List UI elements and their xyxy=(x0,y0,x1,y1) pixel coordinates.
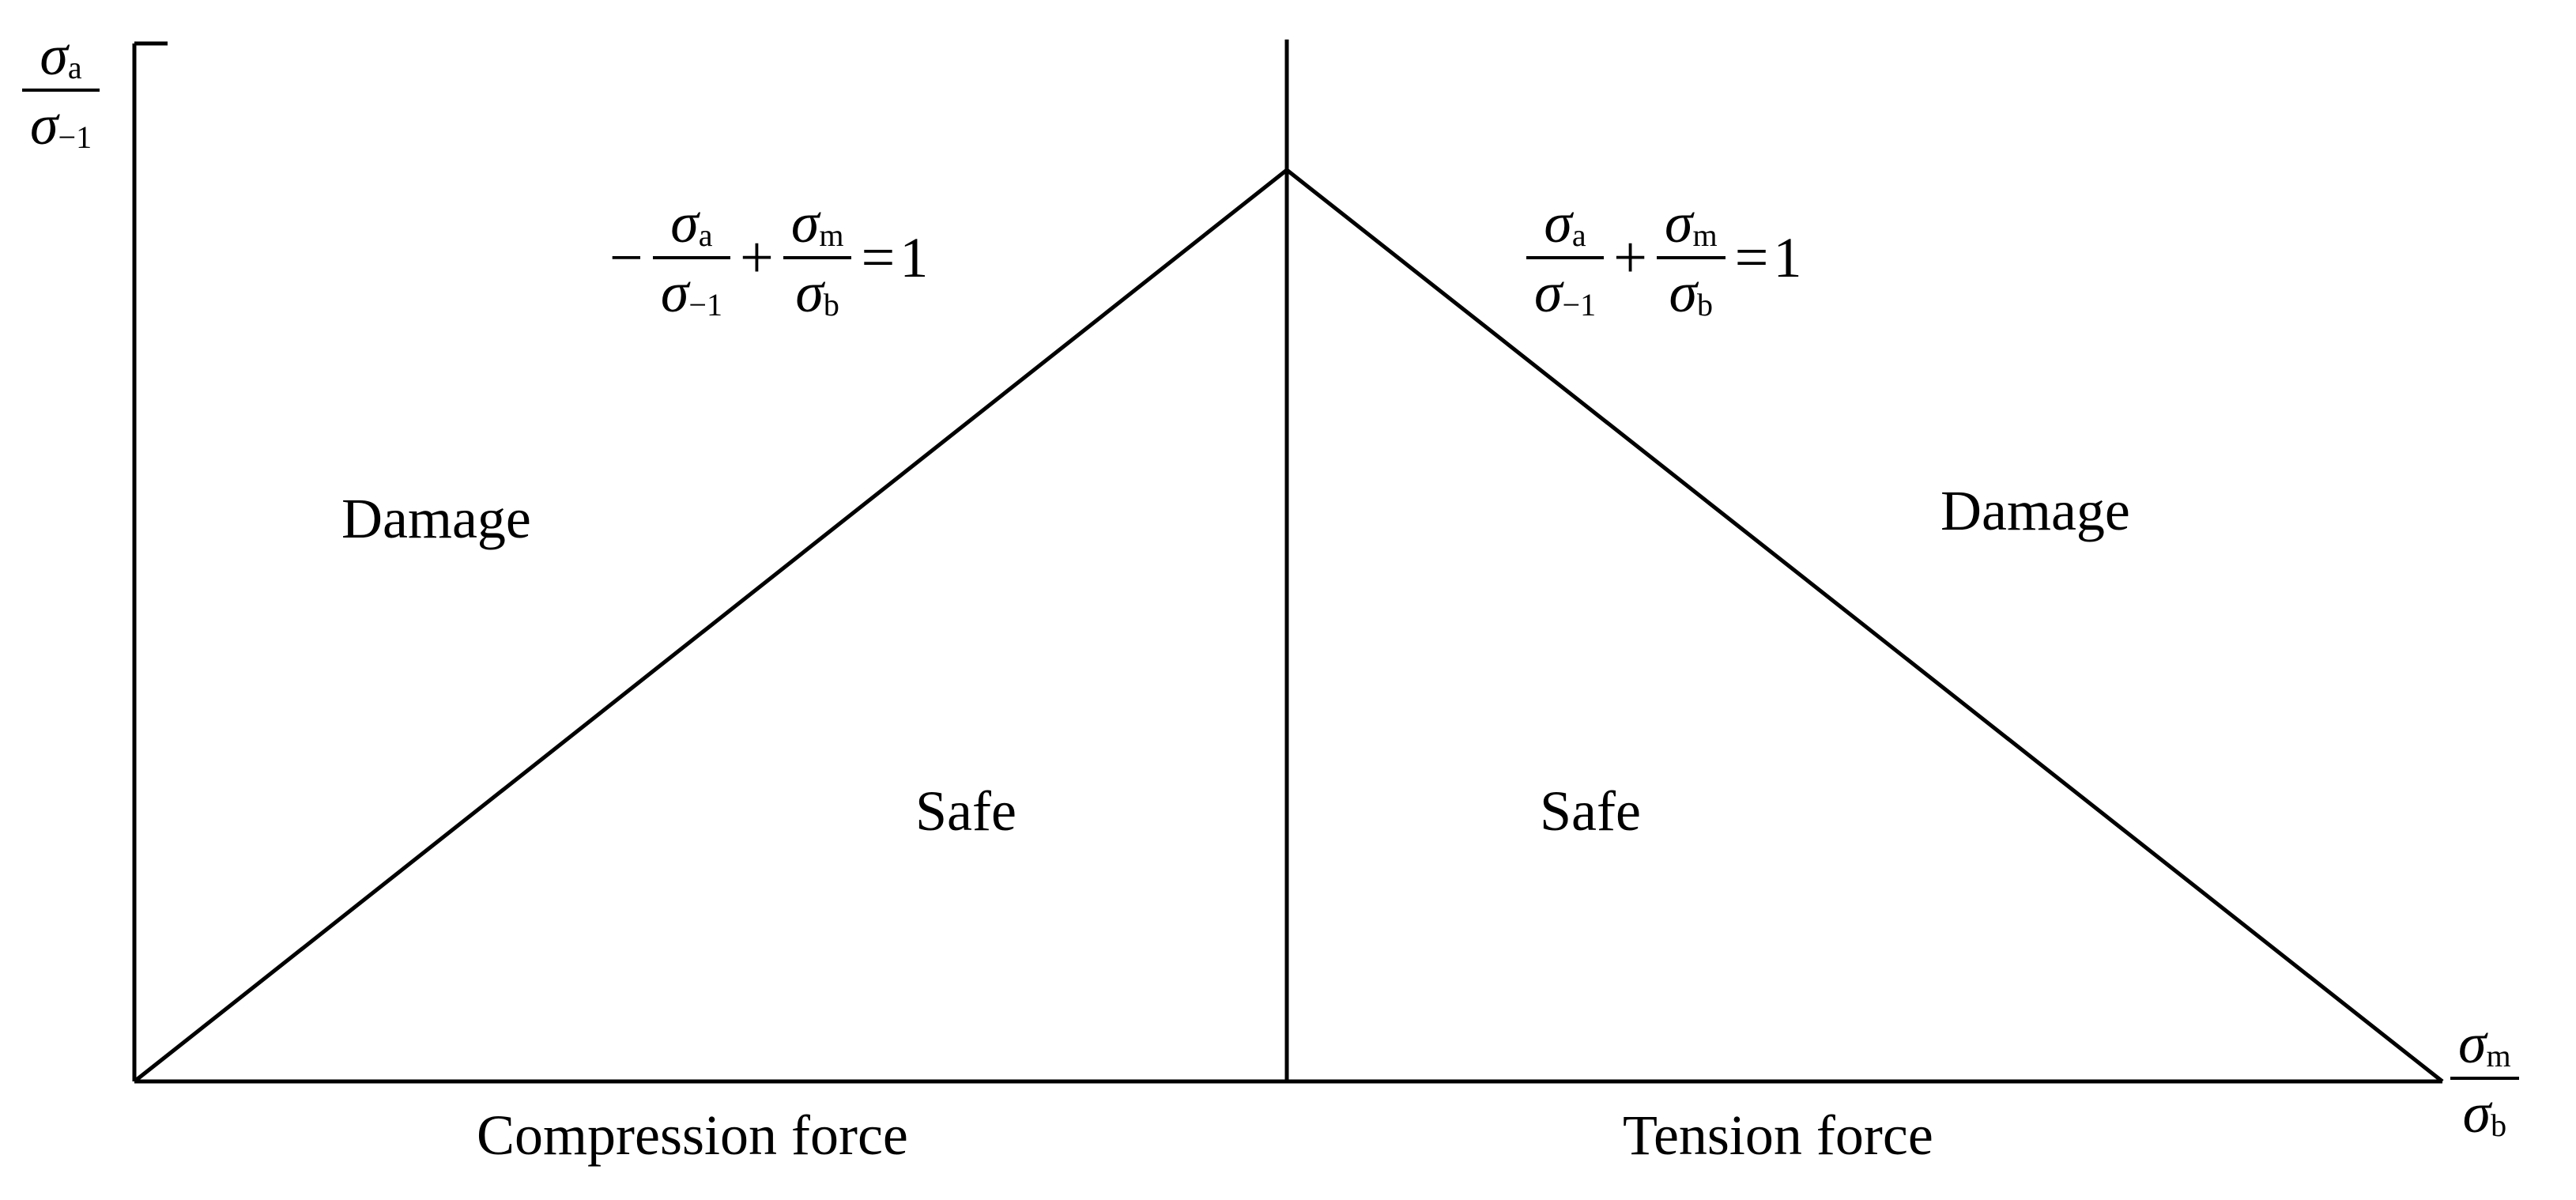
tension-equation: σa σ−1 + σm σb = 1 xyxy=(1522,190,1801,326)
equals-sign: = xyxy=(861,225,896,291)
equation-term-stress-amplitude: σa σ−1 xyxy=(652,190,730,326)
sigma-symbol: σ xyxy=(660,261,689,324)
term-denominator: σb xyxy=(1661,259,1722,326)
fraction-bar xyxy=(2450,1077,2519,1080)
subscript: −1 xyxy=(1562,286,1597,323)
sigma-symbol: σ xyxy=(40,24,68,87)
term-denominator: σ−1 xyxy=(1526,259,1604,326)
sigma-symbol: σ xyxy=(1534,261,1563,324)
term-numerator: σa xyxy=(1536,190,1593,256)
sigma-symbol: σ xyxy=(670,191,699,255)
fraction-bar xyxy=(1656,256,1726,259)
subscript: b xyxy=(2491,1107,2507,1143)
sigma-symbol: σ xyxy=(2462,1081,2491,1145)
sigma-symbol: σ xyxy=(795,261,824,324)
term-numerator: σm xyxy=(1657,190,1726,256)
subscript: −1 xyxy=(688,286,722,323)
sigma-symbol: σ xyxy=(1664,191,1693,255)
y-axis-label: σa σ−1 xyxy=(22,22,100,158)
x-axis-label: σm σb xyxy=(2450,1010,2519,1146)
compression-force-label: Compression force xyxy=(477,1104,908,1167)
plus-sign: + xyxy=(1613,225,1647,291)
fraction-bar xyxy=(652,256,730,259)
sigma-symbol: σ xyxy=(1669,261,1698,324)
safe-region-right-label: Safe xyxy=(1540,779,1641,843)
damage-region-right-label: Damage xyxy=(1940,479,2130,542)
fraction-bar xyxy=(22,89,100,92)
subscript: a xyxy=(1571,217,1586,253)
equation-term-mean-stress: σm σb xyxy=(783,190,852,326)
minus-sign: − xyxy=(609,225,643,291)
equation-rhs: 1 xyxy=(1773,226,1802,289)
compression-boundary-line xyxy=(133,168,1288,1083)
subscript: a xyxy=(67,49,82,85)
plus-sign: + xyxy=(739,225,774,291)
equation-rhs: 1 xyxy=(900,226,929,289)
y-axis-label-denominator: σ−1 xyxy=(22,92,100,158)
equation-term-stress-amplitude: σa σ−1 xyxy=(1526,190,1605,326)
y-axis-label-numerator: σa xyxy=(32,22,89,89)
subscript: m xyxy=(2486,1037,2511,1074)
tension-force-label: Tension force xyxy=(1623,1104,1933,1167)
subscript: m xyxy=(819,217,844,253)
term-numerator: σm xyxy=(783,190,852,256)
sigma-symbol: σ xyxy=(30,93,58,157)
subscript: b xyxy=(1697,286,1714,323)
subscript: b xyxy=(823,286,839,323)
damage-region-left-label: Damage xyxy=(341,487,531,550)
sigma-symbol: σ xyxy=(790,191,820,255)
x-axis-label-numerator: σm xyxy=(2450,1010,2519,1077)
fraction-bar xyxy=(1526,256,1605,259)
compression-equation: − σa σ−1 + σm σb = 1 xyxy=(605,190,928,326)
term-denominator: σ−1 xyxy=(653,259,730,326)
safe-region-left-label: Safe xyxy=(915,779,1016,843)
term-numerator: σa xyxy=(662,190,720,256)
term-denominator: σb xyxy=(787,259,847,326)
fraction-bar xyxy=(783,256,852,259)
equals-sign: = xyxy=(1734,225,1769,291)
subscript: m xyxy=(1692,217,1718,253)
tension-boundary-line xyxy=(1285,168,2444,1083)
sigma-symbol: σ xyxy=(1544,191,1572,255)
equation-term-mean-stress: σm σb xyxy=(1656,190,1726,326)
subscript: −1 xyxy=(58,119,92,155)
sigma-symbol: σ xyxy=(2458,1012,2487,1075)
x-axis-label-denominator: σb xyxy=(2455,1080,2515,1146)
subscript: a xyxy=(698,217,713,253)
